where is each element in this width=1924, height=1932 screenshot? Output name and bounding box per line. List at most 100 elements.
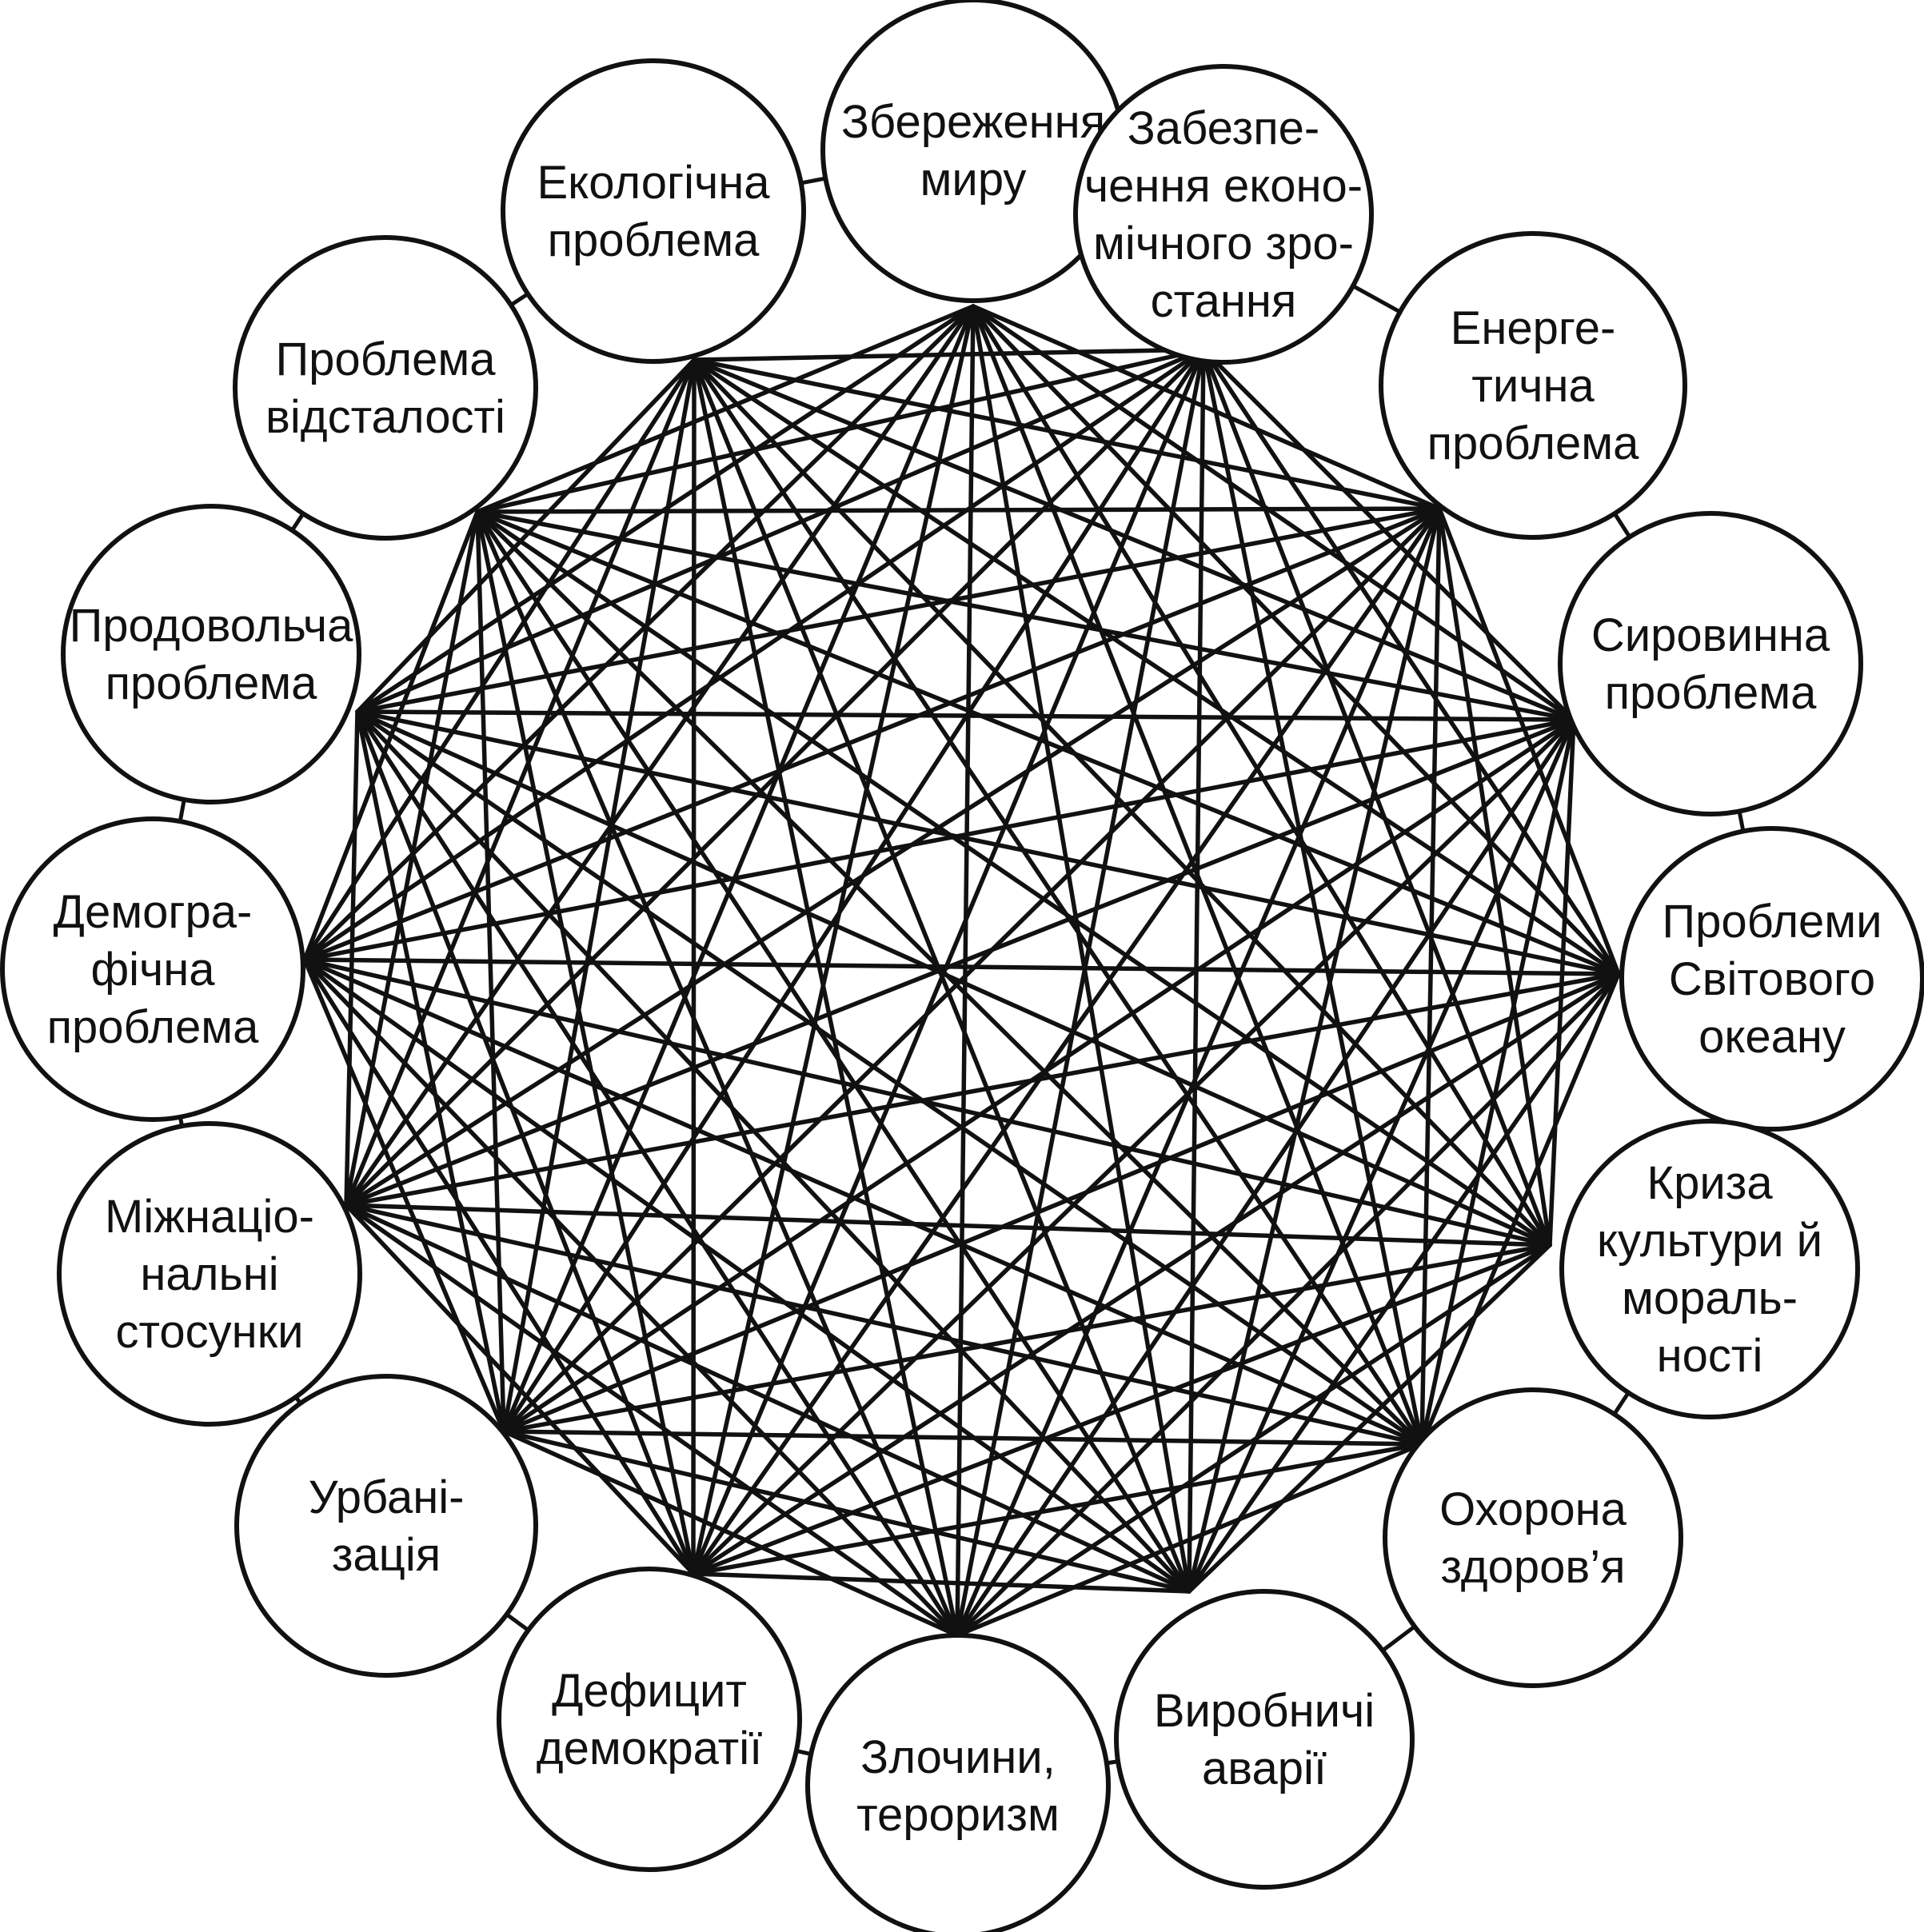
interconnection-line bbox=[344, 357, 697, 1208]
interconnection-line bbox=[355, 709, 1552, 1247]
problem-circle bbox=[57, 1121, 362, 1427]
problem-circle bbox=[1558, 511, 1863, 816]
interconnection-line bbox=[692, 357, 1192, 1594]
ring-connector bbox=[503, 1611, 532, 1634]
interconnection-line bbox=[955, 506, 1442, 1638]
problem-label-line: нальні bbox=[140, 1248, 278, 1300]
problem-label-line: Міжнаціо- bbox=[105, 1191, 314, 1243]
problem-circle bbox=[0, 816, 305, 1122]
problem-node-zlochyny-teroryzm: Злочини,тероризм bbox=[805, 1633, 1111, 1932]
ring-connector bbox=[178, 796, 187, 825]
problem-label-line: мічного зро- bbox=[1093, 218, 1354, 269]
problem-label-line: Екологічна bbox=[537, 157, 771, 209]
ring-connector bbox=[1349, 283, 1403, 315]
interconnection-line bbox=[475, 509, 1424, 1447]
interconnection-line bbox=[302, 957, 1621, 976]
interconnection-line bbox=[344, 304, 976, 1208]
interconnection-line bbox=[1437, 506, 1621, 976]
interconnection-line bbox=[475, 347, 1206, 514]
interconnection-line bbox=[692, 357, 1576, 722]
problem-label-line: стання bbox=[1151, 275, 1297, 327]
problem-label-line: відсталості bbox=[265, 391, 505, 443]
problem-label-line: Урбані- bbox=[309, 1471, 465, 1523]
interconnection-line bbox=[355, 709, 1424, 1447]
problem-label-line: фічна bbox=[90, 944, 215, 996]
problem-label-line: Збереження bbox=[841, 96, 1105, 148]
problem-label-line: Виробничі bbox=[1154, 1685, 1375, 1737]
interconnection-line bbox=[691, 357, 697, 1576]
interconnection-line bbox=[692, 357, 1442, 511]
interconnection-line bbox=[691, 347, 1206, 1576]
interconnection-line bbox=[1201, 347, 1621, 976]
interconnection-line bbox=[1187, 972, 1621, 1594]
interconnection-line bbox=[501, 717, 1576, 1434]
interconnection-line bbox=[692, 357, 1621, 976]
problem-label-line: культури й bbox=[1597, 1215, 1822, 1267]
interconnection-line bbox=[302, 357, 697, 962]
interconnection-line bbox=[971, 304, 1552, 1247]
interconnection-line bbox=[1187, 1243, 1552, 1594]
problem-label-line: зація bbox=[332, 1529, 441, 1581]
interconnection-line bbox=[691, 972, 1621, 1576]
problem-node-urbanizatsiia: Урбані-зація bbox=[234, 1374, 538, 1678]
interconnection-line bbox=[355, 709, 960, 1638]
interconnection-line bbox=[1187, 717, 1576, 1594]
interconnection-line bbox=[344, 709, 360, 1208]
interconnection-line bbox=[971, 304, 1192, 1594]
interconnection-line bbox=[344, 347, 1206, 1208]
interconnection-line bbox=[302, 506, 1442, 962]
problem-label-line: ності bbox=[1657, 1330, 1763, 1382]
interconnection-line bbox=[344, 509, 480, 1208]
problem-circle bbox=[233, 235, 538, 541]
problem-circle bbox=[1073, 64, 1374, 365]
interconnection-line bbox=[302, 509, 480, 962]
problem-label-line: Демогра- bbox=[54, 886, 253, 938]
ring-connector bbox=[1379, 1623, 1419, 1654]
problem-label-line: стосунки bbox=[116, 1306, 304, 1358]
interconnection-line bbox=[971, 304, 1442, 511]
interconnection-line bbox=[1437, 506, 1552, 1247]
interconnection-line bbox=[355, 709, 1576, 722]
problem-label-line: Сировинна bbox=[1591, 609, 1830, 661]
problem-circle bbox=[805, 1633, 1111, 1932]
interconnection-line bbox=[692, 357, 1552, 1247]
problem-node-vidstalist: Проблема відсталості bbox=[233, 235, 538, 541]
interconnection-line bbox=[1419, 972, 1621, 1447]
problem-label-line: проблема bbox=[1427, 417, 1640, 469]
problem-label-line: проблема bbox=[1605, 667, 1818, 719]
problem-label-line: Продовольча bbox=[70, 600, 354, 652]
problem-label-line: Дефицит bbox=[552, 1665, 747, 1717]
problem-label-line: океану bbox=[1698, 1011, 1846, 1063]
interconnection-line bbox=[355, 347, 1206, 714]
interconnection-line bbox=[355, 709, 1621, 976]
interconnection-line bbox=[692, 347, 1206, 362]
interconnection-line bbox=[344, 1203, 696, 1576]
interconnection-line bbox=[955, 972, 1621, 1638]
interconnection-line bbox=[355, 357, 697, 714]
problem-label-line: Проблема bbox=[275, 333, 496, 385]
interconnection-line bbox=[955, 304, 976, 1638]
ring-connector bbox=[797, 176, 829, 186]
problem-label-line: мораль- bbox=[1622, 1272, 1798, 1324]
problem-circle bbox=[1559, 1119, 1860, 1419]
interconnection-line bbox=[302, 957, 1192, 1594]
interconnection-line bbox=[955, 717, 1576, 1638]
interconnection-line bbox=[302, 957, 960, 1638]
interconnection-line bbox=[1201, 347, 1424, 1447]
interconnection-line bbox=[344, 972, 1621, 1208]
problem-circle bbox=[61, 504, 361, 804]
problem-label-line: аварії bbox=[1202, 1742, 1327, 1794]
interconnection-line bbox=[344, 1203, 1424, 1447]
interconnection-line bbox=[344, 1203, 960, 1638]
interconnection-line bbox=[302, 717, 1576, 962]
interconnection-line bbox=[302, 304, 976, 962]
interconnection-line bbox=[971, 304, 1576, 722]
problem-label-line: Світового bbox=[1669, 953, 1875, 1005]
